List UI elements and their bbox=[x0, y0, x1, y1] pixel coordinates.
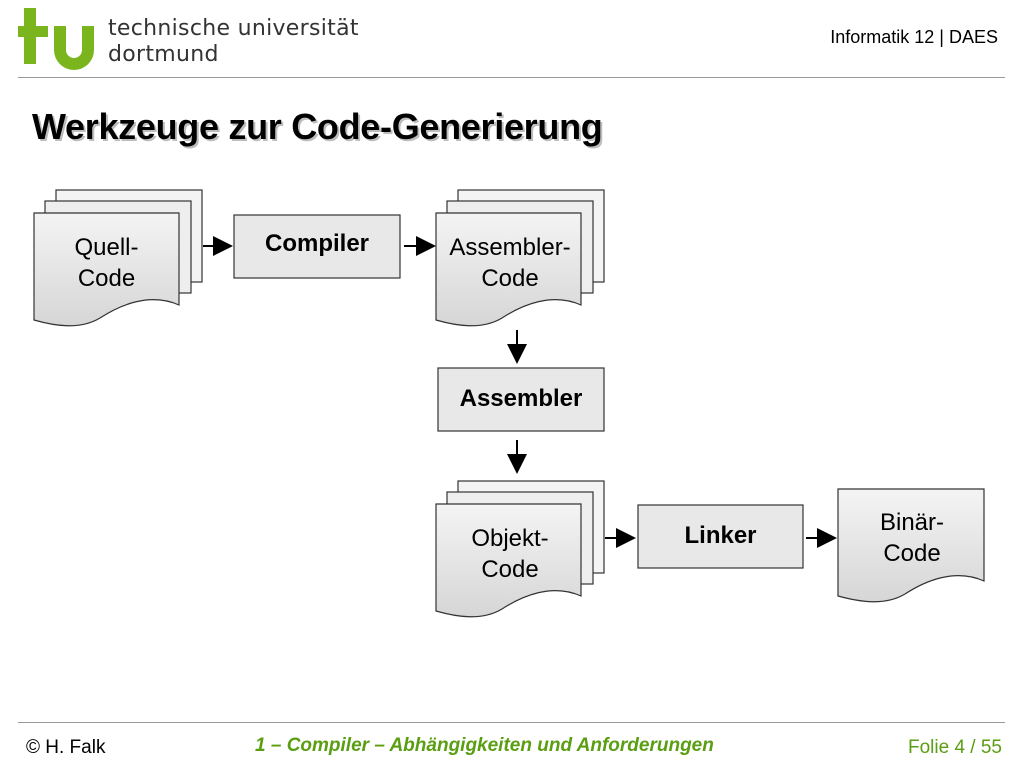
assembler-box bbox=[437, 367, 605, 432]
source-code-label-line1: Quell- bbox=[74, 234, 139, 261]
object-code-label-line1: Objekt- bbox=[471, 525, 549, 552]
compiler-label: Compiler bbox=[264, 230, 369, 257]
footer-slide-number: Folie 4 / 55 bbox=[908, 737, 1002, 758]
object-code-label-line2: Code bbox=[481, 556, 539, 583]
binary-code-label: Binär- Code bbox=[838, 507, 986, 569]
tu-logo-icon bbox=[18, 8, 94, 70]
object-code-document-stack bbox=[435, 480, 605, 618]
assembler-code-label-line2: Code bbox=[481, 265, 539, 292]
footer-author: © H. Falk bbox=[26, 737, 106, 758]
assembler-label: Assembler bbox=[459, 385, 583, 412]
object-code-label: Objekt- Code bbox=[436, 523, 584, 585]
compiler-box bbox=[233, 214, 401, 279]
footer-chapter-title: 1 – Compiler – Abhängigkeiten und Anford… bbox=[255, 735, 714, 756]
logo-line-1: technische universität bbox=[108, 16, 359, 41]
assembler-code-label-line1: Assembler- bbox=[449, 234, 571, 261]
logo-line-2: dortmund bbox=[108, 42, 219, 67]
assembler-code-label: Assembler- Code bbox=[436, 232, 584, 294]
slide-title: Werkzeuge zur Code-Generierung bbox=[32, 106, 603, 147]
header-course-label: Informatik 12 | DAES bbox=[830, 27, 998, 47]
source-code-label: Quell- Code bbox=[34, 232, 179, 294]
header-divider bbox=[18, 77, 1005, 78]
source-code-document-stack bbox=[33, 189, 203, 327]
binary-code-label-line2: Code bbox=[883, 540, 941, 567]
linker-label: Linker bbox=[684, 522, 757, 549]
assembler-code-document-stack bbox=[435, 189, 605, 327]
binary-code-label-line1: Binär- bbox=[879, 509, 945, 536]
university-logo: technische universität dortmund bbox=[18, 8, 378, 70]
binary-code-document bbox=[837, 488, 985, 603]
linker-box bbox=[637, 504, 804, 569]
footer-divider bbox=[18, 722, 1005, 723]
source-code-label-line2: Code bbox=[77, 265, 136, 292]
